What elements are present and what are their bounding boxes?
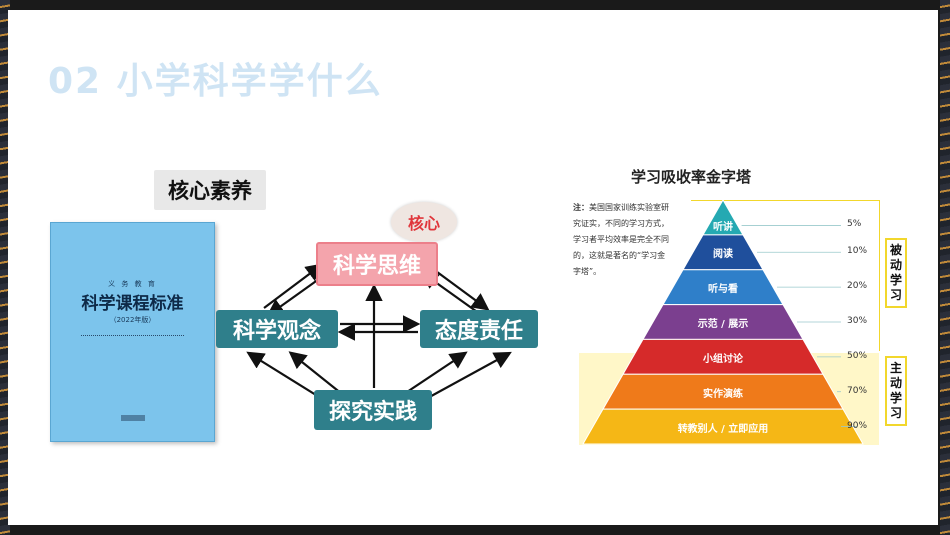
arrow-practice-to-right [423, 351, 512, 401]
pyramid-level-percent: 90% [847, 420, 868, 431]
pyramid-level-label: 实作演练 [703, 388, 743, 400]
core-literacy-heading: 核心素养 [154, 170, 266, 210]
node-attitude-responsibility: 态度责任 [420, 310, 538, 348]
learning-pyramid [582, 198, 864, 445]
arrow-concept-to-thinking [263, 263, 324, 309]
book-series: 义 务 教 育 [108, 280, 157, 288]
pyramid-band-7 [582, 408, 864, 445]
pyramid-level-percent: 10% [847, 246, 868, 257]
arrow-practice-to-attitude [403, 351, 468, 395]
pyramid-level-label: 转教别人 / 立即应用 [677, 423, 769, 435]
pyramid-level-percent: 20% [847, 281, 868, 292]
relationship-arrows [246, 263, 512, 401]
arrow-practice-to-concept [288, 351, 343, 395]
core-badge: 核心 [391, 202, 457, 242]
passive-learning-tag: 被动学习 [885, 238, 907, 308]
learning-pyramid-panel: 学习吸收率金字塔 注：美国国家训练实验室研究证实，不同的学习方式，学习者平均效率… [573, 160, 918, 450]
decorative-edge-right [940, 0, 950, 535]
pyramid-level-percent: 50% [847, 350, 868, 361]
curriculum-standard-book-cover: 义 务 教 育 科学课程标准 （2022年版） [50, 222, 215, 442]
pyramid-level-percent: 70% [847, 385, 868, 396]
pyramid-level-label: 小组讨论 [703, 353, 743, 365]
book-title: 科学课程标准 [81, 294, 184, 314]
pyramid-title: 学习吸收率金字塔 [631, 168, 752, 186]
pyramid-level-percent: 30% [847, 316, 868, 326]
note-text: 美国国家训练实验室研究证实，不同的学习方式，学习者平均效率是完全不同的，这就是著… [573, 203, 669, 276]
node-scientific-concept: 科学观念 [216, 310, 338, 348]
passive-learning-frame [691, 200, 880, 351]
core-literacy-panel: 义 务 教 育 科学课程标准 （2022年版） 核心素养 核心 [24, 150, 554, 450]
node-scientific-thinking: 科学思维 [316, 242, 438, 286]
pyramid-note: 注：美国国家训练实验室研究证实，不同的学习方式，学习者平均效率是完全不同的，这就… [573, 200, 669, 300]
pyramid-level-label: 示范 / 展示 [697, 319, 749, 330]
active-learning-tag: 主动学习 [885, 356, 907, 426]
pyramid-level-percent: 5% [847, 219, 862, 230]
publisher-logo-icon [121, 415, 145, 421]
pyramid-level-label: 阅读 [713, 249, 733, 261]
node-inquiry-practice: 探究实践 [314, 390, 432, 430]
slide-title: 02 小学科学学什么 [48, 61, 383, 102]
slide: 02 小学科学学什么 义 务 教 育 科学课程标准 （2022年版） 核心素养 … [8, 10, 938, 525]
arrow-practice-to-left [246, 351, 325, 401]
pyramid-level-label: 听与看 [708, 284, 738, 296]
decorative-edge-left [0, 0, 10, 535]
book-edition: （2022年版） [109, 316, 156, 324]
note-label: 注： [573, 203, 589, 212]
pyramid-level-label: 听讲 [713, 222, 733, 234]
book-author-line [81, 335, 184, 339]
